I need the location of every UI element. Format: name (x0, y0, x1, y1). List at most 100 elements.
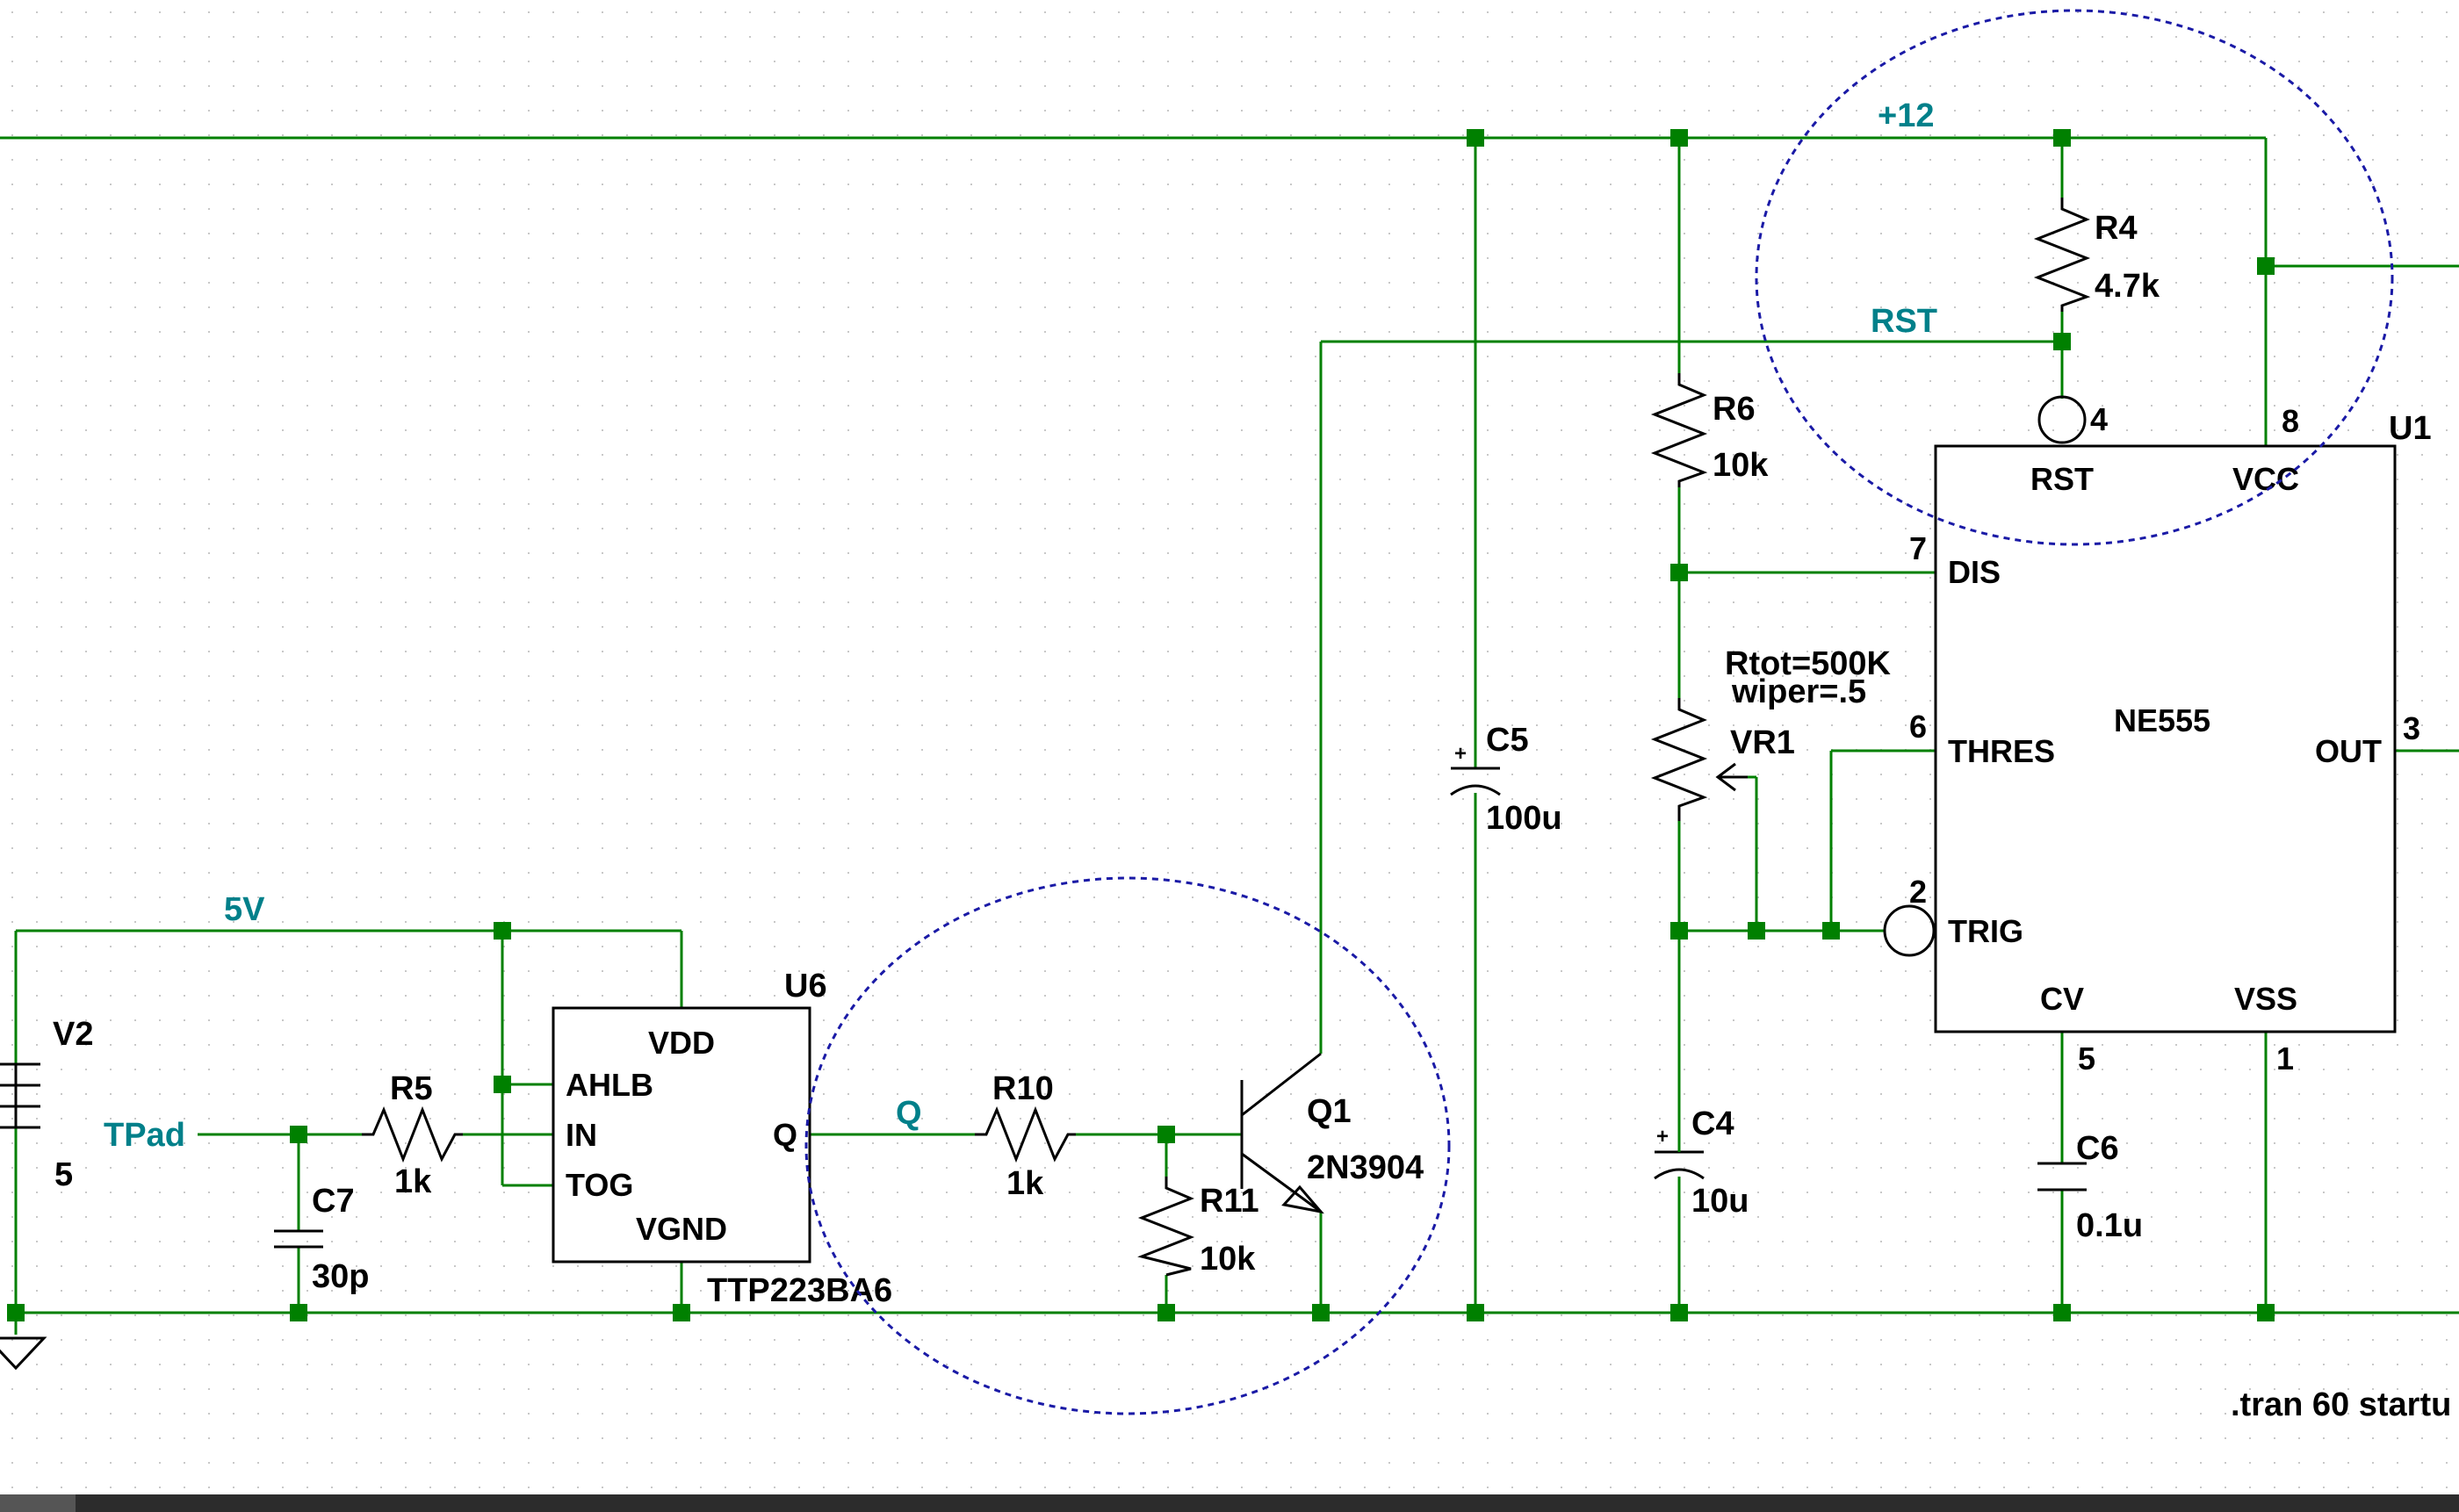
junction-r4-plus12 (2053, 129, 2071, 147)
junction-ahlb (494, 1076, 511, 1093)
u1-rst-inversion-bubble (2037, 395, 2087, 444)
c7-value: 30p (312, 1258, 369, 1295)
u1-pin-dis: DIS (1948, 554, 2001, 590)
u1-body[interactable] (1934, 444, 2397, 1033)
junction-trig-2 (1748, 922, 1765, 940)
net-label-5v[interactable]: 5V (224, 891, 265, 928)
u6-pin-vdd: VDD (648, 1025, 715, 1061)
junction-gnd-q1 (1312, 1304, 1330, 1321)
r11-body[interactable] (1137, 1177, 1195, 1277)
u1-pin-vcc: VCC (2232, 461, 2299, 497)
vr1-param-wiper: wiper=.5 (1731, 673, 1866, 710)
u6-name: U6 (784, 968, 827, 1004)
junction-trig-1 (1670, 922, 1688, 940)
u6-pin-ahlb: AHLB (566, 1067, 653, 1103)
resistor-r11[interactable]: R11 10k (1137, 1177, 1259, 1278)
u6-pin-vgnd: VGND (636, 1211, 727, 1247)
junction-gnd-u6 (673, 1304, 690, 1321)
u1-trig-inversion-bubble (1883, 904, 1936, 957)
q1-emitter-leg (1241, 1152, 1322, 1213)
u6-ttp223[interactable]: VDD AHLB IN TOG VGND Q U6 TTP223BA6 (552, 968, 892, 1309)
u1-pinnum-cv: 5 (2078, 1040, 2095, 1076)
potentiometer-vr1[interactable]: Rtot=500K wiper=.5 VR1 (1650, 645, 1892, 821)
c4-plus: + (1656, 1125, 1669, 1148)
r10-body[interactable] (975, 1105, 1076, 1163)
u1-pinnum-rst: 4 (2090, 401, 2108, 437)
junction-q1-base (1157, 1126, 1175, 1143)
r4-name: R4 (2095, 210, 2138, 247)
resistor-r10[interactable]: R10 1k (975, 1070, 1076, 1202)
junction-trig-3 (1822, 922, 1840, 940)
c6-value: 0.1u (2076, 1207, 2143, 1244)
r11-name: R11 (1200, 1183, 1259, 1220)
u1-pinnum-vss: 1 (2276, 1040, 2294, 1076)
c5-plate-bottom (1450, 784, 1501, 796)
transistor-q1[interactable]: Q1 2N3904 (1240, 1052, 1424, 1214)
u1-pin-vss: VSS (2234, 981, 2297, 1017)
u1-pin-trig: TRIG (1948, 913, 2023, 949)
ground-symbol (0, 1336, 47, 1371)
vr1-name: VR1 (1730, 724, 1795, 761)
net-label-q[interactable]: Q (896, 1095, 922, 1132)
net-label-plus12[interactable]: +12 (1878, 97, 1934, 134)
resistor-r4[interactable]: R4 4.7k (2033, 198, 2160, 312)
c6-name: C6 (2076, 1130, 2119, 1167)
r6-name: R6 (1713, 391, 1756, 428)
resistor-r5[interactable]: R5 1k (362, 1070, 463, 1200)
junction-gnd-c5 (1467, 1304, 1484, 1321)
u1-pin-thres: THRES (1948, 733, 2055, 769)
r10-value: 1k (1006, 1165, 1044, 1202)
r5-value: 1k (394, 1163, 432, 1200)
c5-value: 100u (1486, 800, 1562, 837)
junction-vcc-right (2257, 257, 2275, 275)
capacitor-c4[interactable]: + C4 10u (1654, 1105, 1749, 1220)
q1-value: 2N3904 (1307, 1149, 1424, 1186)
u6-pin-tog: TOG (566, 1167, 633, 1203)
r4-body[interactable] (2033, 198, 2091, 312)
capacitor-c6[interactable]: C6 0.1u (2037, 1130, 2143, 1244)
q1-emitter-arrow (1281, 1184, 1324, 1214)
junction-gnd-c4 (1670, 1304, 1688, 1321)
c4-value: 10u (1691, 1183, 1749, 1220)
junction-gnd-r11 (1157, 1304, 1175, 1321)
capacitor-c5[interactable]: + C5 100u (1450, 722, 1562, 837)
r6-body[interactable] (1650, 373, 1708, 487)
voltage-source-v2[interactable]: V2 5 (0, 1016, 93, 1193)
u6-body[interactable] (552, 1006, 811, 1264)
u1-ne555[interactable]: RST VCC DIS THRES TRIG CV VSS OUT NE555 … (1883, 395, 2432, 1076)
u1-pinnum-out: 3 (2403, 710, 2420, 746)
vr1-body[interactable] (1650, 698, 1708, 821)
u6-part: TTP223BA6 (707, 1272, 892, 1309)
net-label-tpad[interactable]: TPad (104, 1117, 185, 1154)
junction-gnd-c7 (290, 1304, 307, 1321)
q1-name: Q1 (1307, 1093, 1352, 1130)
v2-name: V2 (53, 1016, 93, 1053)
c5-name: C5 (1486, 722, 1529, 759)
junction-r6-plus12 (1670, 129, 1688, 147)
wires (0, 136, 2459, 1335)
junction-dis (1670, 564, 1688, 581)
u6-pin-q: Q (773, 1117, 797, 1153)
r10-name: R10 (992, 1070, 1054, 1107)
c4-name: C4 (1691, 1105, 1734, 1142)
annotation-ellipse-reset (1755, 9, 2394, 546)
capacitor-c7[interactable]: C7 30p (274, 1183, 369, 1295)
junction-gnd-c6 (2053, 1304, 2071, 1321)
resistor-r6[interactable]: R6 10k (1650, 373, 1769, 487)
v2-value: 5 (54, 1156, 73, 1193)
u1-pin-rst: RST (2030, 461, 2094, 497)
junction-rst (2053, 333, 2071, 350)
u1-pin-out: OUT (2315, 733, 2382, 769)
u1-name: U1 (2389, 410, 2432, 447)
r5-name: R5 (390, 1070, 433, 1107)
vr1-param-rtot: Rtot=500K (1725, 645, 1892, 682)
junction-gnd-vss (2257, 1304, 2275, 1321)
u1-pinnum-dis: 7 (1909, 530, 1927, 566)
r5-body[interactable] (362, 1105, 463, 1163)
status-bar-segment (0, 1494, 76, 1512)
net-label-rst[interactable]: RST (1871, 303, 1937, 340)
u1-pin-cv: CV (2040, 981, 2084, 1017)
spice-directive[interactable]: .tran 60 startu (2231, 1386, 2451, 1423)
annotation-ellipse-driver (804, 876, 1451, 1415)
